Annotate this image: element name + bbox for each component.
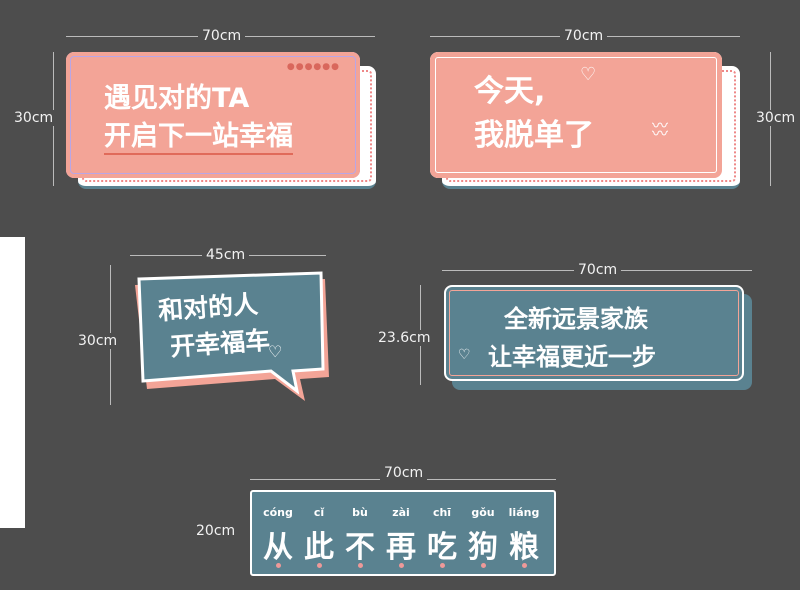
width-label: 45cm	[202, 247, 250, 263]
pinyin: chī	[432, 506, 452, 519]
dot	[399, 563, 404, 568]
char: 粮	[509, 530, 539, 565]
width-label: 70cm	[560, 28, 608, 44]
height-label: 23.6cm	[374, 330, 435, 346]
pinyin: gǒu	[471, 506, 495, 519]
height-label: 30cm	[74, 333, 122, 349]
dot	[317, 563, 322, 568]
sign-text-line: 开幸福车	[169, 325, 272, 362]
pinyin: cóng	[263, 506, 293, 519]
char: 再	[386, 530, 416, 565]
heart-icon: ♡	[580, 64, 597, 85]
width-label: 70cm	[380, 465, 428, 481]
wave-icon: 〰〰	[652, 116, 669, 143]
speech-bubble	[135, 271, 329, 401]
height-label: 30cm	[752, 110, 800, 126]
sign-text-line: 开启下一站幸福	[104, 114, 293, 155]
heart-icon: ♡	[268, 342, 283, 361]
dot	[522, 563, 527, 568]
pinyin: zài	[392, 506, 410, 519]
pinyin: cǐ	[313, 506, 325, 519]
height-label: 30cm	[10, 110, 58, 126]
width-label: 70cm	[198, 28, 246, 44]
sign-text-line: 全新远景家族	[504, 305, 648, 333]
dot	[276, 563, 281, 568]
pinyin: bù	[352, 506, 368, 519]
dots-decoration: ●●●●●●	[286, 62, 340, 72]
dot	[440, 563, 445, 568]
sign-text-line: 让幸福更近一步	[488, 343, 656, 371]
char: 狗	[468, 530, 498, 565]
dot	[481, 563, 486, 568]
pinyin: liáng	[508, 506, 540, 519]
sign-text-line: 今天,	[474, 74, 546, 109]
height-label: 20cm	[192, 523, 240, 539]
sign-text-line: 遇见对的TA	[104, 83, 250, 114]
char: 吃	[427, 530, 457, 565]
dot	[358, 563, 363, 568]
char: 此	[304, 530, 334, 565]
sign-text-line: 我脱单了	[474, 118, 594, 153]
heart-icon: ♡	[458, 347, 471, 363]
char: 不	[345, 530, 375, 565]
sign-text-line: 和对的人	[157, 289, 260, 326]
width-label: 70cm	[574, 262, 622, 278]
white-panel	[0, 237, 25, 528]
char: 从	[263, 530, 293, 565]
